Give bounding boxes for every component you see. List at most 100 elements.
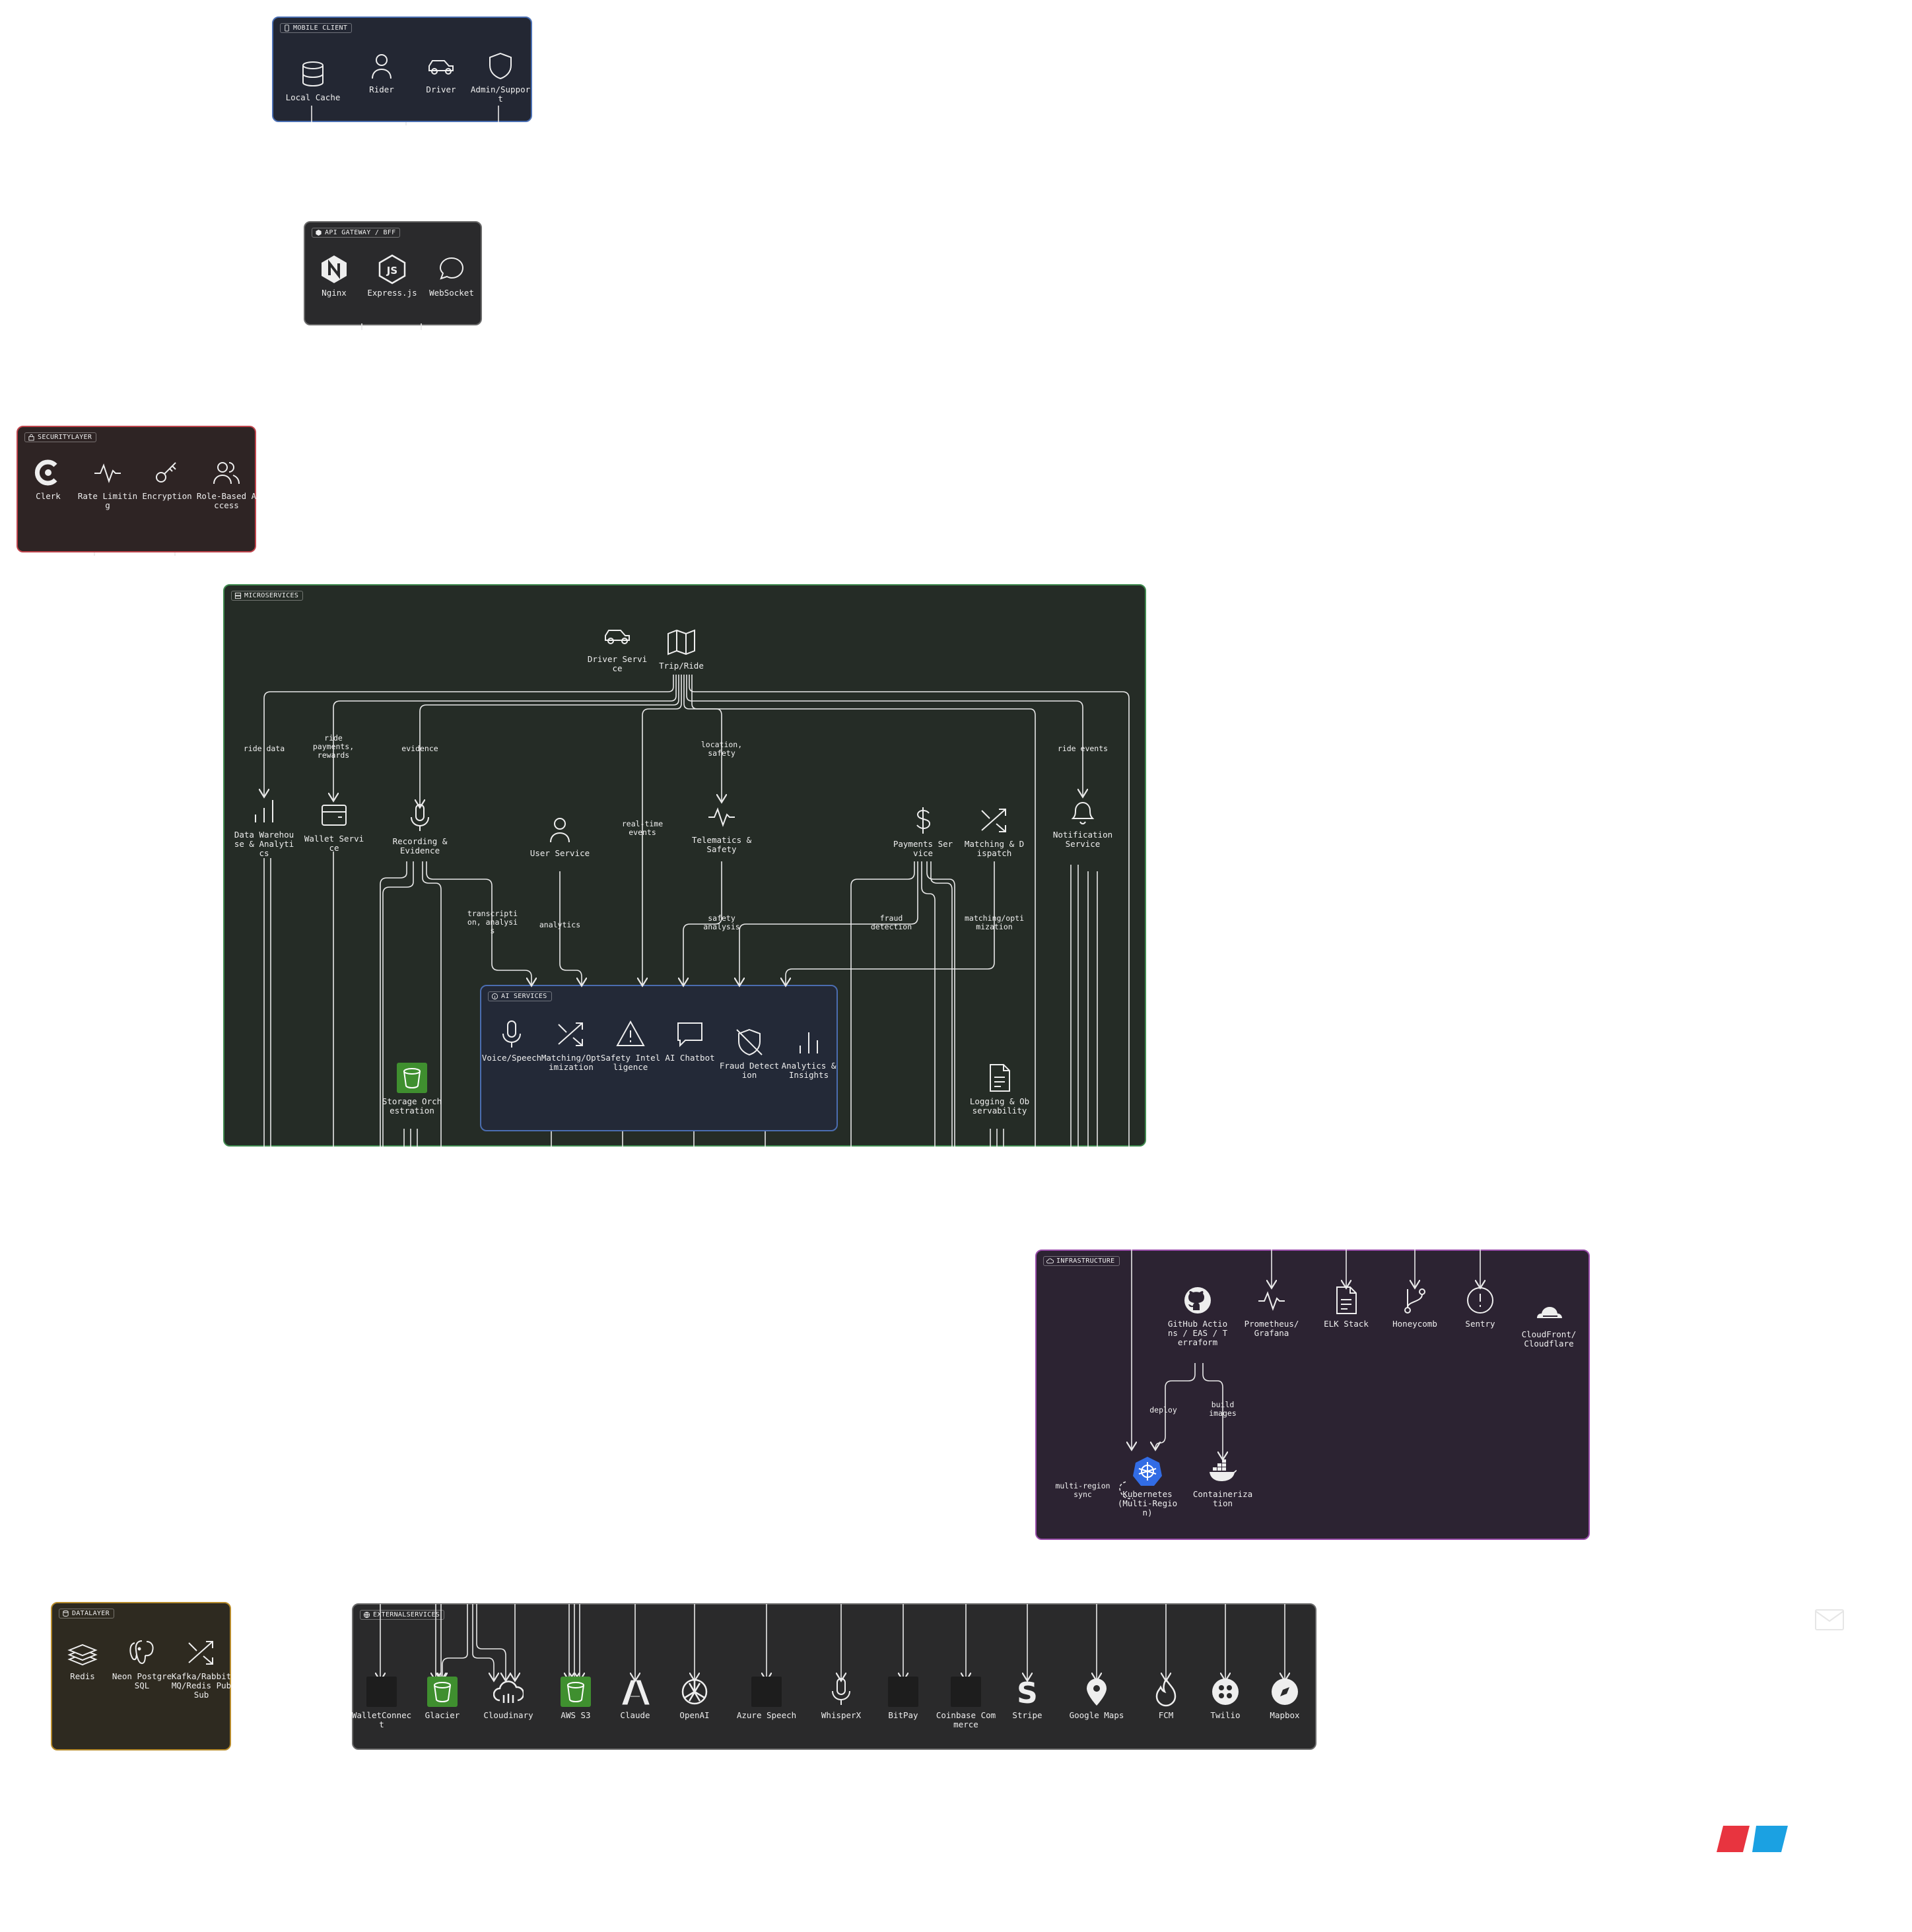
node-matching-optimization[interactable]: Matching/Optimization bbox=[541, 1019, 601, 1072]
node-clerk[interactable]: Clerk bbox=[18, 457, 79, 501]
node-redis[interactable]: Redis bbox=[52, 1638, 113, 1681]
node-label: Role-Based Access bbox=[196, 491, 257, 510]
node-label: Safety Intelligence bbox=[600, 1053, 661, 1072]
ai-services-title: AI SERVICES bbox=[488, 991, 552, 1001]
github-icon bbox=[1184, 1287, 1211, 1314]
dollar-icon bbox=[916, 807, 931, 834]
edge-label-real-time-events: real-time events bbox=[621, 819, 664, 837]
node-matching-dispatch[interactable]: Matching & Dispatch bbox=[964, 805, 1025, 858]
edge-label-evidence: evidence bbox=[401, 744, 438, 753]
node-bitpay[interactable]: BitPay bbox=[873, 1677, 934, 1720]
node-label: Encryption bbox=[142, 491, 192, 501]
user-icon bbox=[550, 818, 570, 843]
edge-label-ride-data: ride data bbox=[243, 744, 285, 753]
edge-label-safety-analysis: safety analysis bbox=[703, 914, 740, 931]
node-claude[interactable]: Claude bbox=[605, 1677, 666, 1720]
node-label: Google Maps bbox=[1069, 1710, 1124, 1720]
node-notification-service[interactable]: Notification Service bbox=[1052, 796, 1113, 849]
node-containerization[interactable]: Containerization bbox=[1192, 1455, 1253, 1508]
mobile-client-title: MOBILE CLIENT bbox=[280, 23, 353, 33]
group-title: API GATEWAY / BFF bbox=[325, 229, 396, 236]
node-fcm[interactable]: FCM bbox=[1136, 1677, 1196, 1720]
node-expressjs[interactable]: JS Express.js bbox=[362, 254, 423, 298]
node-label: Kubernetes (Multi-Region) bbox=[1117, 1489, 1178, 1517]
node-walletconnect[interactable]: WalletConnect bbox=[351, 1677, 412, 1729]
node-analytics-insights[interactable]: Analytics & Insights bbox=[778, 1027, 839, 1080]
node-data-warehouse[interactable]: Data Warehouse & Analytics bbox=[234, 796, 294, 858]
node-rider[interactable]: Rider bbox=[351, 51, 412, 94]
node-openai[interactable]: OpenAI bbox=[664, 1677, 725, 1720]
node-driver-service[interactable]: Driver Service bbox=[587, 620, 648, 673]
edge-label-transcription: transcription, analysis bbox=[467, 909, 518, 935]
node-honeycomb[interactable]: Honeycomb bbox=[1384, 1285, 1445, 1329]
node-admin-support[interactable]: Admin/Support bbox=[470, 51, 531, 104]
openai-icon bbox=[681, 1679, 708, 1705]
s3-bucket-icon bbox=[561, 1677, 591, 1707]
node-coinbase-commerce[interactable]: Coinbase Commerce bbox=[936, 1677, 996, 1729]
node-kubernetes[interactable]: Kubernetes (Multi-Region) bbox=[1117, 1455, 1178, 1517]
pulse-icon bbox=[708, 807, 735, 827]
node-fraud-detection[interactable]: Fraud Detection bbox=[719, 1027, 780, 1080]
mail-icon[interactable] bbox=[1814, 1609, 1845, 1634]
node-payments-service[interactable]: Payments Service bbox=[893, 805, 953, 858]
javascript-icon: JS bbox=[378, 254, 406, 284]
node-google-maps[interactable]: Google Maps bbox=[1066, 1677, 1127, 1720]
node-kafka[interactable]: Kafka/RabbitMQ/Redis PubSub bbox=[171, 1638, 232, 1700]
node-azure-speech[interactable]: Azure Speech bbox=[736, 1677, 797, 1720]
group-title: SECURITYLAYER bbox=[38, 434, 92, 441]
node-label: Matching & Dispatch bbox=[964, 839, 1025, 858]
group-title: DATALAYER bbox=[72, 1610, 110, 1617]
node-aws-s3[interactable]: AWS S3 bbox=[545, 1677, 606, 1720]
node-label: WalletConnect bbox=[351, 1710, 412, 1729]
node-whisperx[interactable]: WhisperX bbox=[811, 1677, 871, 1720]
node-label: User Service bbox=[529, 848, 590, 858]
car-icon bbox=[605, 630, 630, 644]
node-ai-chatbot[interactable]: AI Chatbot bbox=[660, 1019, 720, 1063]
node-label: Mapbox bbox=[1270, 1710, 1300, 1720]
node-label: Analytics & Insights bbox=[781, 1061, 836, 1080]
node-trip-ride[interactable]: Trip/Ride bbox=[651, 627, 712, 671]
node-websocket[interactable]: WebSocket bbox=[421, 254, 482, 298]
phone-icon bbox=[285, 24, 289, 32]
node-user-service[interactable]: User Service bbox=[529, 815, 590, 858]
shuffle-icon bbox=[188, 1641, 213, 1665]
node-encryption[interactable]: Encryption bbox=[137, 457, 197, 501]
node-glacier[interactable]: Glacier bbox=[412, 1677, 473, 1720]
edge-label-deploy: deploy bbox=[1149, 1405, 1177, 1415]
node-logging-observability[interactable]: Logging & Observability bbox=[969, 1063, 1030, 1116]
node-sentry[interactable]: Sentry bbox=[1450, 1285, 1511, 1329]
globe-icon bbox=[363, 1611, 370, 1618]
node-twilio[interactable]: Twilio bbox=[1195, 1677, 1256, 1720]
microphone-icon bbox=[411, 804, 429, 831]
node-github-actions[interactable]: GitHub Actions / EAS / Terraform bbox=[1167, 1285, 1228, 1347]
node-neon-postgresql[interactable]: Neon PostgreSQL bbox=[112, 1638, 172, 1690]
node-cloudinary[interactable]: Cloudinary bbox=[478, 1677, 539, 1720]
node-elk-stack[interactable]: ELK Stack bbox=[1316, 1285, 1377, 1329]
node-nginx[interactable]: Nginx bbox=[304, 254, 364, 298]
bucket-icon bbox=[397, 1063, 427, 1093]
node-label: Recording & Evidence bbox=[392, 836, 448, 855]
security-layer-group: SECURITYLAYER Clerk Rate Limiting Encryp… bbox=[17, 426, 256, 552]
node-cloudfront-cloudflare[interactable]: CloudFront/ Cloudflare bbox=[1519, 1296, 1579, 1349]
node-storage-orchestration[interactable]: Storage Orchestration bbox=[382, 1063, 442, 1116]
bitpay-icon bbox=[888, 1677, 918, 1707]
node-voice-speech[interactable]: Voice/Speech bbox=[481, 1019, 542, 1063]
node-label: Neon PostgreSQL bbox=[112, 1671, 172, 1690]
node-label: FCM bbox=[1158, 1710, 1174, 1720]
node-prometheus-grafana[interactable]: Prometheus/ Grafana bbox=[1241, 1285, 1302, 1338]
node-stripe[interactable]: S Stripe bbox=[997, 1677, 1058, 1720]
node-safety-intelligence[interactable]: Safety Intelligence bbox=[600, 1019, 661, 1072]
node-label: AI Chatbot bbox=[665, 1053, 715, 1063]
node-wallet-service[interactable]: Wallet Service bbox=[304, 800, 364, 853]
edge-label-fraud-detection: fraud detection bbox=[870, 914, 912, 931]
node-telematics-safety[interactable]: Telematics & Safety bbox=[691, 801, 752, 854]
node-role-based-access[interactable]: Role-Based Access bbox=[196, 457, 257, 510]
file-text-icon bbox=[990, 1064, 1010, 1092]
node-recording-evidence[interactable]: Recording & Evidence bbox=[390, 803, 450, 855]
svg-text:S: S bbox=[1017, 1677, 1038, 1707]
node-rate-limiting[interactable]: Rate Limiting bbox=[77, 457, 138, 510]
node-driver[interactable]: Driver bbox=[411, 51, 471, 94]
microphone-icon bbox=[502, 1020, 521, 1048]
node-mapbox[interactable]: Mapbox bbox=[1254, 1677, 1315, 1720]
node-local-cache[interactable]: Local Cache bbox=[283, 59, 343, 102]
